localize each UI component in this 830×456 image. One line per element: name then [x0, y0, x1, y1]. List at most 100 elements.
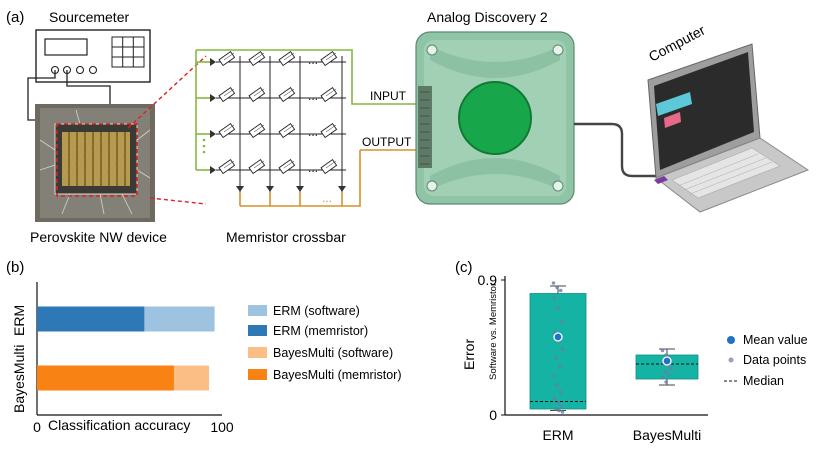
bar-chart-legend: ERM (software)ERM (memristor)BayesMulti …	[248, 304, 402, 382]
output-column-arrow	[338, 186, 346, 192]
memristor-cell-mark	[253, 160, 265, 169]
crossbar-label: Memristor crossbar	[226, 229, 346, 245]
x-tick-label: 100	[210, 419, 234, 435]
device-selection-box	[56, 123, 138, 197]
memristor-cell	[320, 87, 338, 103]
memristor-cell	[320, 51, 338, 67]
input-wire	[196, 49, 420, 105]
memristor-cell-mark	[325, 124, 337, 133]
data-point	[552, 396, 557, 401]
memristor-cell-mark	[283, 160, 295, 169]
data-point	[560, 347, 565, 351]
data-point	[558, 390, 563, 395]
memristor-cell	[248, 159, 266, 175]
legend-swatch	[248, 347, 267, 358]
memristor-cell	[218, 159, 236, 175]
memristor-cell	[218, 87, 236, 103]
panel-b-label: (b)	[6, 259, 24, 276]
memristor-cell	[278, 51, 296, 67]
analog-discovery-label: Analog Discovery 2	[427, 9, 548, 25]
panel-a-label: (a)	[6, 9, 24, 26]
input-row-arrow	[210, 94, 216, 102]
input-label: INPUT	[370, 89, 407, 103]
crossbar-ellipsis: ...	[322, 191, 332, 205]
memristor-cell	[278, 159, 296, 175]
device-label: Perovskite NW device	[30, 229, 167, 245]
data-point	[553, 407, 558, 411]
memristor-cell-mark	[283, 52, 295, 61]
data-point	[663, 369, 667, 374]
memristor-cell-mark	[283, 124, 295, 133]
memristor-cell-mark	[325, 160, 337, 169]
perovskite-device-photo	[35, 104, 155, 222]
memristor-cell-mark	[223, 124, 235, 133]
crossbar-ellipsis: ...	[308, 161, 318, 175]
data-point	[664, 380, 668, 384]
memristor-cell	[248, 51, 266, 67]
sourcemeter-screen	[44, 38, 88, 56]
memristor-cell	[278, 123, 296, 139]
data-point	[552, 296, 557, 300]
data-point	[559, 320, 564, 324]
computer-label: Computer	[646, 22, 708, 65]
legend-swatch	[248, 325, 267, 336]
crossbar-ellipsis: ...	[308, 53, 318, 67]
memristor-cell	[278, 87, 296, 103]
ylabel-erm: ERM	[11, 305, 27, 336]
ylabel-error: Error	[461, 339, 477, 370]
data-point	[551, 281, 556, 285]
input-ellipsis-dot	[202, 144, 206, 148]
data-point	[551, 374, 556, 378]
x-tick-label: 0	[33, 419, 41, 435]
mean-marker	[662, 356, 672, 366]
memristor-cell-mark	[253, 52, 265, 61]
zoom-line-top	[127, 55, 207, 129]
analog-discovery-board: Analog Discovery 2	[415, 9, 575, 205]
screen-chart-cyan	[656, 92, 692, 116]
memristor-cell-mark	[325, 52, 337, 61]
bar-erm-memristor	[37, 306, 145, 332]
memristor-cell	[218, 51, 236, 67]
memristor-cell-mark	[253, 88, 265, 97]
legend-label: Median	[743, 374, 784, 388]
data-point	[664, 353, 668, 357]
data-point	[669, 366, 674, 371]
memristor-cell	[218, 123, 236, 139]
mean-marker	[553, 332, 563, 342]
crossbar-ellipsis: ...	[308, 89, 318, 103]
input-ellipsis-dot	[202, 138, 206, 142]
memristor-cell-mark	[223, 88, 235, 97]
legend-swatch	[248, 305, 267, 316]
input-row-arrow	[210, 130, 216, 138]
sourcemeter-label: Sourcemeter	[49, 9, 129, 25]
memristor-cell-mark	[253, 124, 265, 133]
legend-label: BayesMulti (software)	[273, 346, 393, 360]
data-point	[559, 404, 564, 408]
data-point	[560, 410, 565, 414]
zoom-line-bottom	[149, 197, 207, 205]
memristor-cell	[248, 87, 266, 103]
memristor-cell-mark	[325, 88, 337, 97]
bar-bayesmulti-memristor	[37, 365, 174, 391]
memristor-crossbar: ...............	[195, 50, 352, 207]
data-point	[667, 372, 671, 377]
data-point	[557, 408, 561, 413]
memristor-cell	[248, 123, 266, 139]
x-category-label: ERM	[542, 427, 573, 443]
input-row-arrow	[210, 166, 216, 174]
memristor-cell	[320, 159, 338, 175]
ylabel-sub: Software vs. Memristor	[488, 283, 499, 380]
memristor-cell-mark	[223, 52, 235, 61]
output-label: OUTPUT	[362, 135, 412, 149]
bar-chart-accuracy: 0 100	[33, 282, 234, 435]
data-point	[555, 285, 559, 290]
data-point	[555, 383, 559, 387]
data-point	[558, 365, 562, 369]
data-point	[660, 348, 665, 353]
legend-data-point-marker	[728, 357, 734, 363]
y-tick-label: 0	[489, 407, 497, 423]
crossbar-ellipsis: ...	[308, 125, 318, 139]
